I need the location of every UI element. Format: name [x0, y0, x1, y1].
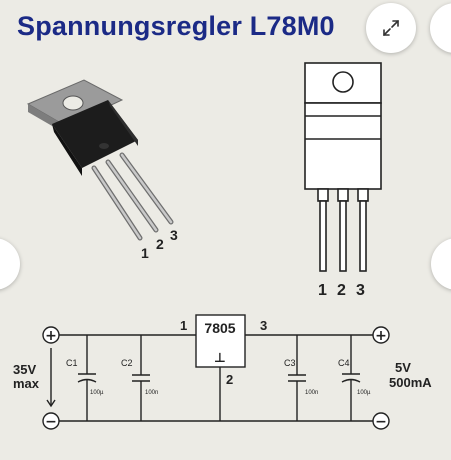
c2-value: 100n — [145, 390, 158, 396]
pin-in-label: 1 — [180, 318, 187, 333]
image-title: Spannungsregler L78M0 — [17, 11, 335, 41]
output-plus: + — [375, 328, 387, 344]
c1-value: 100µ — [90, 390, 104, 396]
photo-pin-2: 2 — [156, 236, 164, 252]
transistor-photo: 1 2 3 — [26, 79, 178, 261]
schematic — [42, 314, 390, 430]
more-options-button[interactable] — [430, 3, 451, 53]
pin-out-label: 3 — [260, 318, 267, 333]
gnd-symbol: ⊥ — [214, 351, 226, 366]
regulator-label: 7805 — [204, 320, 235, 336]
c3-value: 100n — [305, 390, 318, 396]
drawing-pin-1: 1 — [318, 282, 327, 299]
pin-gnd-label: 2 — [226, 372, 233, 387]
output-voltage-label: 5V — [395, 360, 411, 375]
previous-image-button[interactable] — [0, 238, 20, 290]
next-image-button[interactable] — [431, 238, 451, 290]
photo-pin-3: 3 — [170, 227, 178, 243]
input-plus: + — [45, 328, 57, 344]
photo-pin-1: 1 — [141, 245, 149, 261]
input-minus: − — [45, 414, 57, 430]
drawing-pin-2: 2 — [337, 282, 346, 299]
output-minus: − — [375, 414, 387, 430]
expand-button[interactable] — [366, 3, 416, 53]
output-current-label: 500mA — [389, 375, 432, 390]
package-drawing — [304, 62, 382, 272]
c3-label: C3 — [284, 358, 296, 368]
drawing-pin-3: 3 — [356, 282, 365, 299]
input-voltage-max: max — [13, 376, 40, 391]
c2-label: C2 — [121, 358, 133, 368]
c4-label: C4 — [338, 358, 350, 368]
c1-label: C1 — [66, 358, 78, 368]
expand-arrows-icon — [383, 20, 399, 36]
input-voltage-label: 35V — [13, 362, 36, 377]
c4-value: 100µ — [357, 390, 371, 396]
